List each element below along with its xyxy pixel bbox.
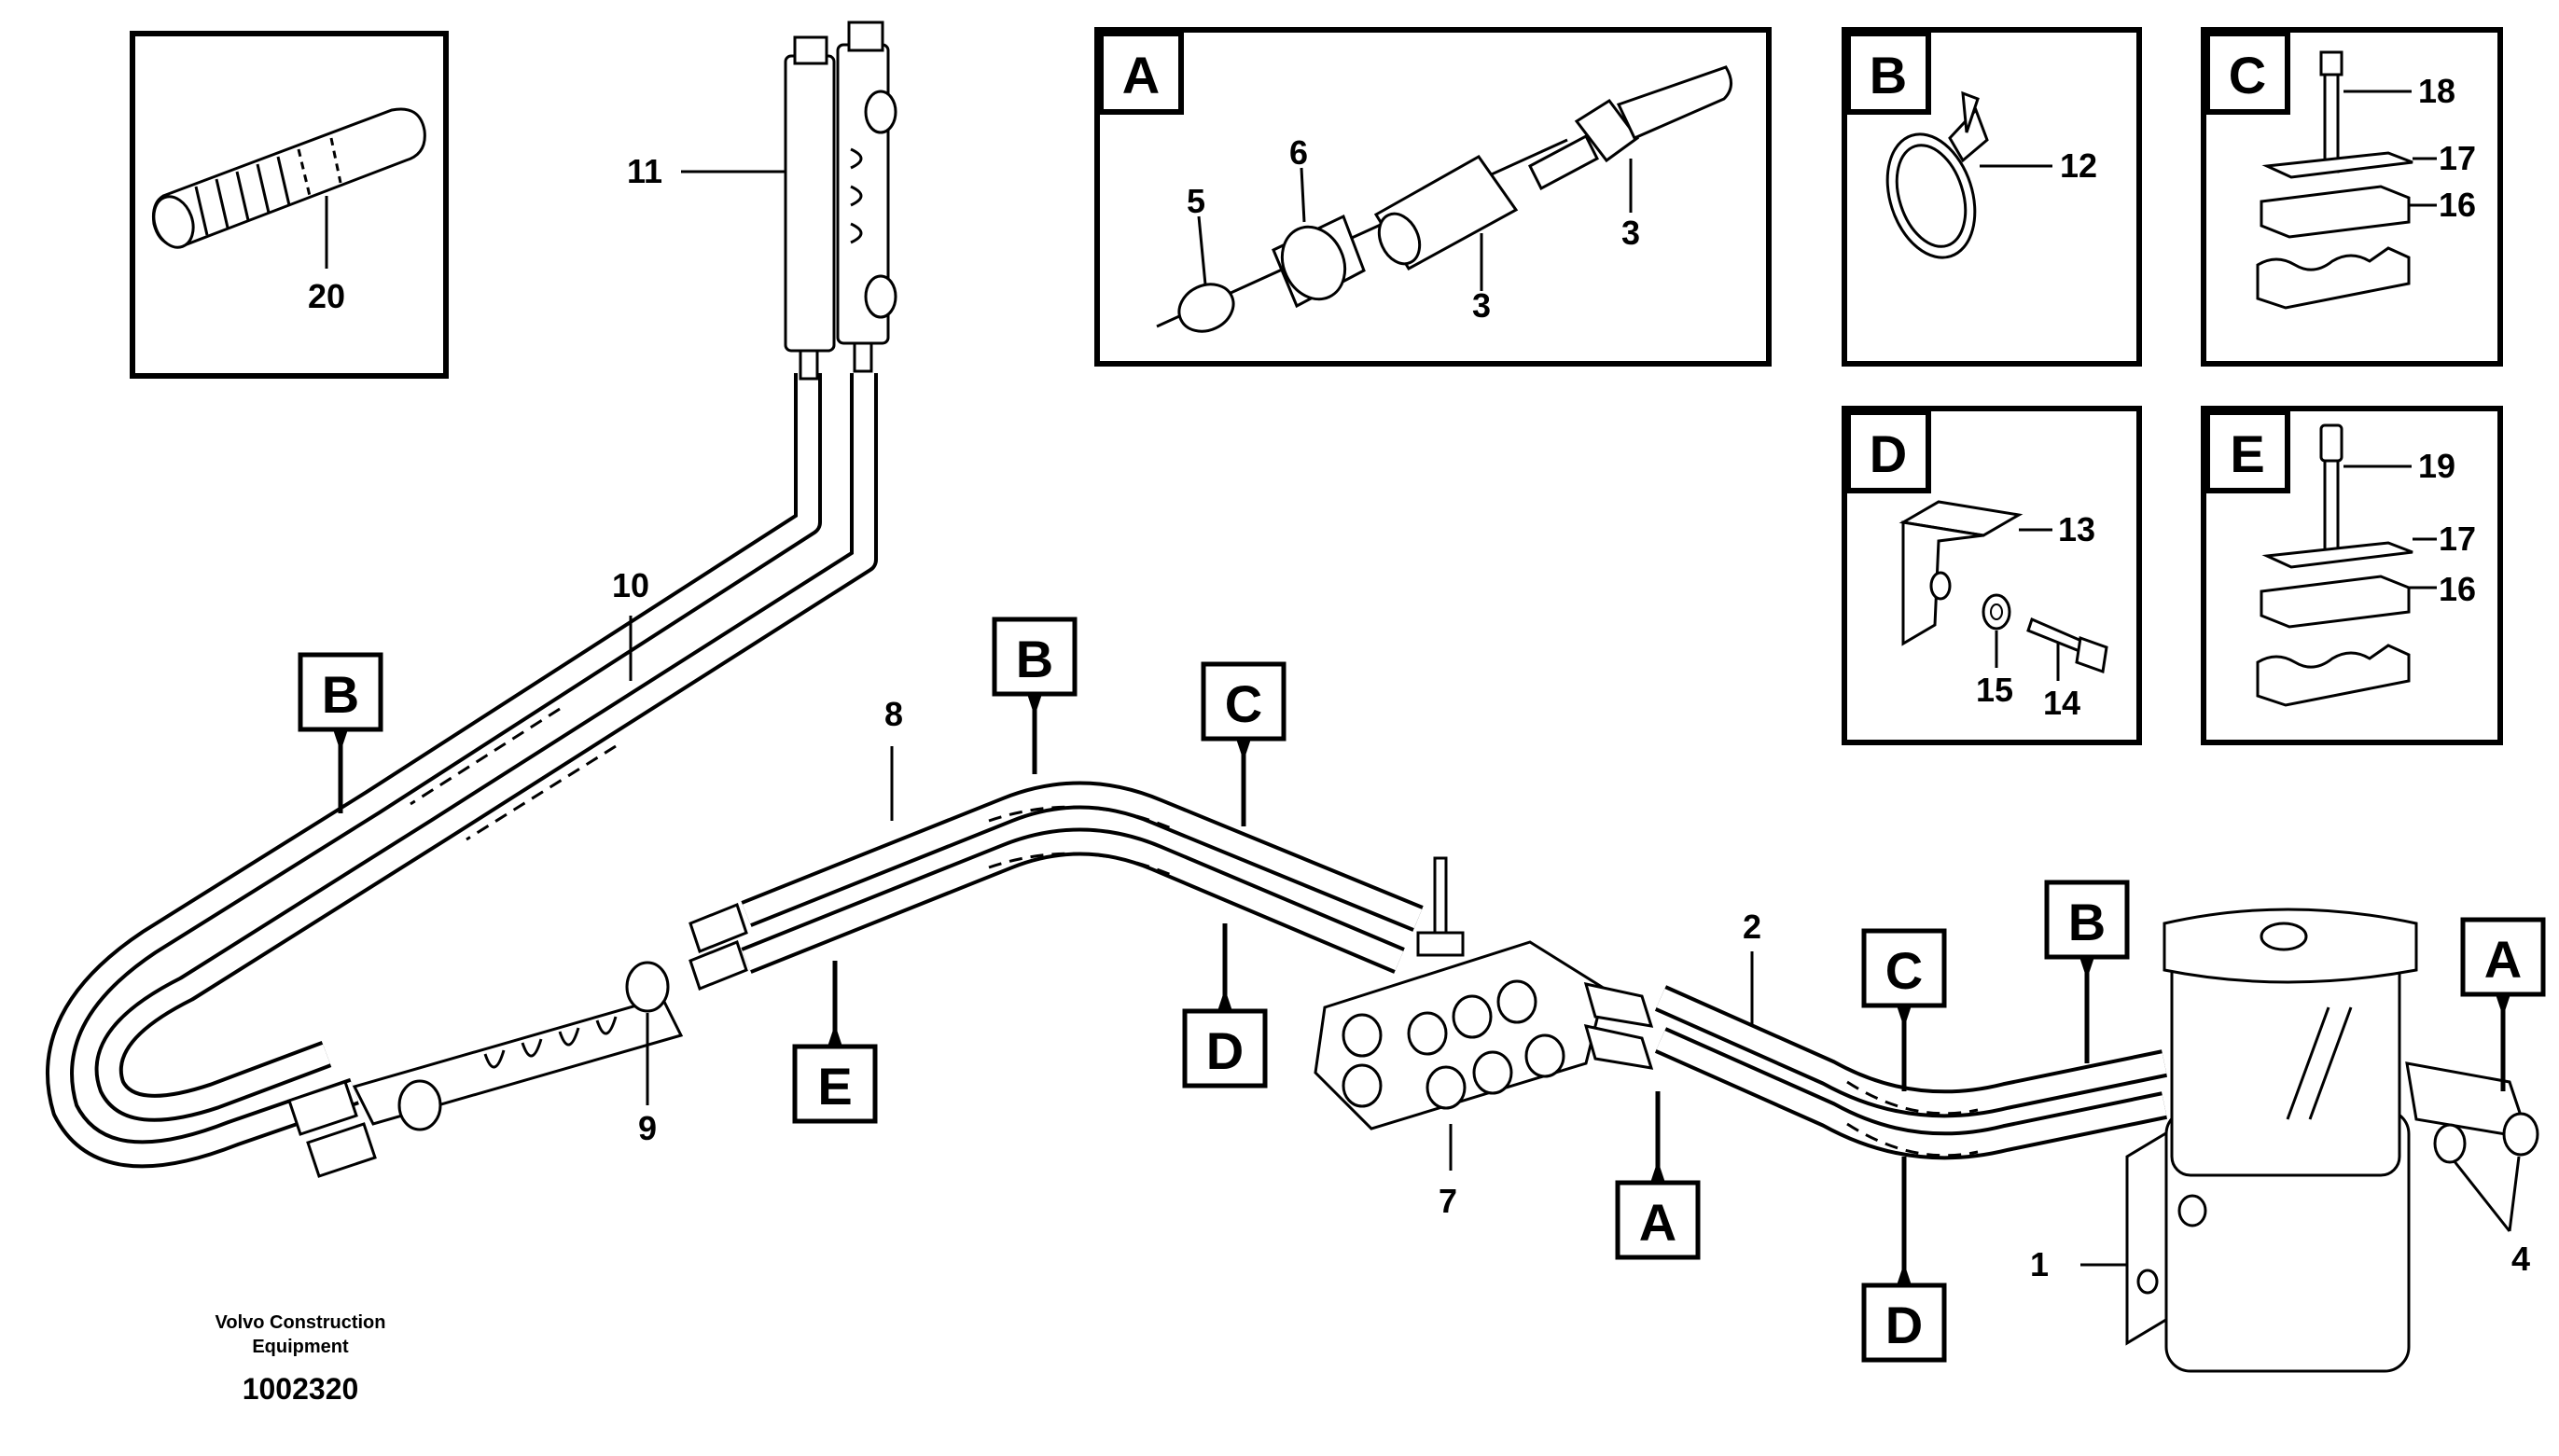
part-label-17c: 17 (2439, 139, 2476, 177)
distributor-9 (287, 903, 748, 1178)
inset-detail-e: E 19 17 16 (2201, 406, 2503, 745)
inset-detail-d: D 13 15 14 (1842, 406, 2142, 745)
callout-c2: C (1861, 928, 1947, 1091)
cable-tie-12-illustration (1885, 90, 1989, 259)
inset-detail-b: B 12 (1842, 27, 2142, 367)
callout-d1: D (1182, 923, 1268, 1089)
callout-b1: B (298, 652, 383, 813)
inset-letter-box (2204, 31, 2290, 115)
part-label-11: 11 (627, 152, 662, 190)
callout-a2: A (2460, 917, 2546, 1091)
hose-2-bundle (1654, 985, 2168, 1160)
svg-text:B: B (1016, 630, 1053, 688)
fitting-a-illustration (1156, 65, 1732, 333)
part-label-13: 13 (2058, 510, 2095, 548)
inset-letter: A (1122, 46, 1160, 104)
inset-letter: D (1870, 424, 1907, 483)
sleeve-20-illustration (152, 107, 426, 249)
part-label-16c: 16 (2439, 186, 2476, 224)
inset-letter-box (2204, 409, 2290, 493)
inset-letter: E (2230, 424, 2264, 483)
inset-detail-a: A 5 6 3 3 (1094, 27, 1772, 367)
leader-5 (1197, 215, 1207, 285)
leader-4a (2452, 1159, 2511, 1232)
part-label-9: 9 (638, 1109, 657, 1147)
pump-unit-1 (2125, 908, 2539, 1373)
svg-text:D: D (1206, 1021, 1244, 1080)
inset-letter: B (1870, 46, 1907, 104)
inset-frame (1842, 406, 2142, 745)
callout-b2: B (992, 617, 1078, 774)
distributor-7 (1314, 856, 1654, 1130)
inset-letter-box (1098, 31, 1184, 115)
part-label-3a: 3 (1472, 286, 1491, 325)
part-label-8: 8 (884, 695, 903, 733)
inset-letter-box (1845, 31, 1931, 115)
callout-c1: C (1201, 661, 1286, 826)
distributor-11 (784, 21, 897, 381)
callout-d2: D (1861, 1157, 1947, 1363)
svg-text:B: B (2068, 893, 2106, 951)
manufacturer-line1: Volvo Construction (216, 1312, 386, 1333)
callout-a1: A (1615, 1091, 1701, 1260)
manufacturer-line2: Equipment (252, 1337, 349, 1357)
svg-text:C: C (1885, 941, 1923, 1000)
inset-letter: C (2229, 46, 2266, 104)
callout-e1: E (792, 961, 878, 1124)
part-label-7: 7 (1439, 1182, 1457, 1220)
clamp-e-illustration (2256, 423, 2413, 707)
leader-6 (1300, 167, 1306, 223)
svg-text:D: D (1885, 1296, 1923, 1354)
footer: Volvo Construction Equipment 1002320 (216, 1312, 386, 1406)
part-label-18: 18 (2418, 72, 2455, 110)
part-label-12: 12 (2060, 146, 2097, 185)
part-label-5: 5 (1187, 182, 1205, 220)
clamp-c-illustration (2256, 50, 2413, 310)
part-label-3b: 3 (1621, 214, 1640, 252)
svg-text:C: C (1225, 674, 1262, 733)
part-label-14: 14 (2043, 684, 2080, 722)
part-label-10: 10 (612, 566, 649, 604)
svg-text:E: E (817, 1057, 852, 1116)
part-label-16e: 16 (2439, 570, 2476, 608)
hose-10-pair (46, 373, 878, 1169)
part-label-20: 20 (308, 277, 345, 315)
inset-detail-c: C 18 17 16 (2201, 27, 2503, 367)
part-label-1: 1 (2030, 1245, 2049, 1283)
drawing-id: 1002320 (243, 1372, 359, 1406)
part-label-2: 2 (1743, 908, 1761, 946)
svg-text:A: A (1639, 1193, 1676, 1252)
svg-text:B: B (322, 665, 359, 724)
inset-letter-box (1845, 409, 1931, 493)
part-label-4: 4 (2511, 1240, 2530, 1278)
svg-text:A: A (2484, 930, 2522, 989)
bracket-d-illustration (1898, 500, 2108, 674)
leader-4b (2508, 1156, 2521, 1232)
part-label-17e: 17 (2439, 520, 2476, 558)
callout-b3: B (2044, 880, 2130, 1063)
part-label-15: 15 (1976, 671, 2013, 709)
part-label-6: 6 (1289, 133, 1308, 172)
inset-detail-20: 20 (130, 31, 449, 379)
part-label-19: 19 (2418, 447, 2455, 485)
hose-8-bundle (741, 781, 1424, 974)
